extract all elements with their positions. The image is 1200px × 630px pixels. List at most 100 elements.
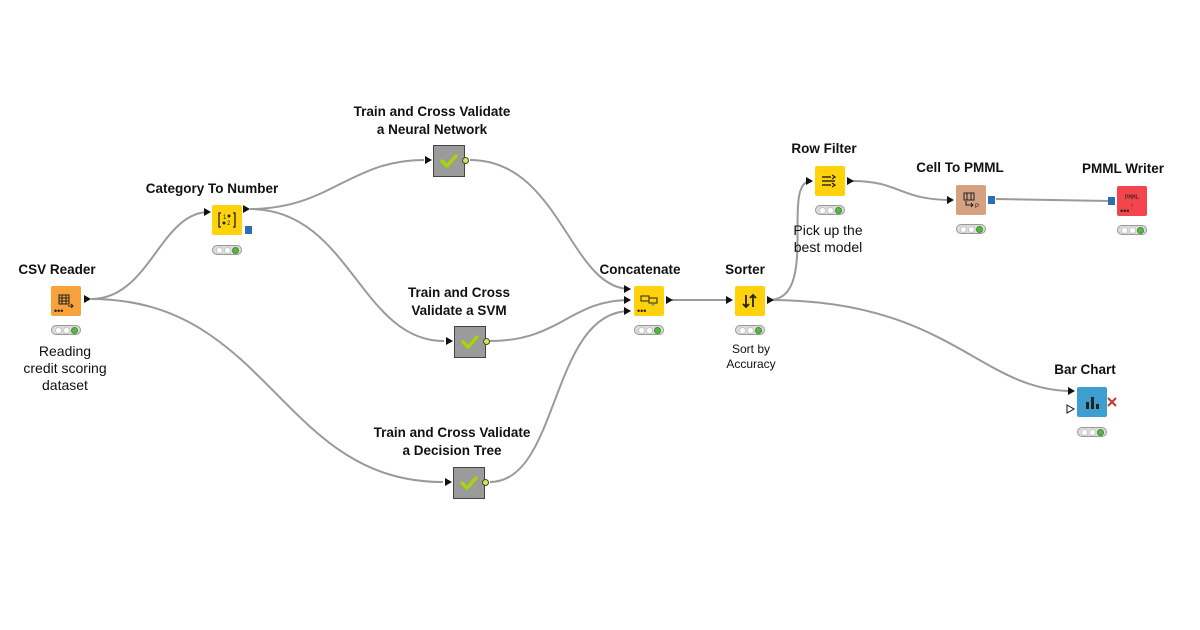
node-label-bar-chart: Bar Chart	[1054, 362, 1116, 377]
node-label-train-svm: Train and Cross Validate a SVM	[408, 284, 510, 320]
optional-input-port[interactable]	[1066, 404, 1075, 414]
node-cell-to-pmml[interactable]: P	[956, 185, 986, 215]
label-line: Train and Cross Validate	[373, 425, 531, 440]
label-line: a Neural Network	[376, 122, 488, 137]
input-port[interactable]	[1068, 387, 1075, 395]
node-label-category-to-number: Category To Number	[145, 181, 279, 196]
annotation-line: best model	[793, 239, 863, 255]
label-line: Validate a SVM	[411, 303, 507, 318]
dots-icon: •••	[54, 306, 64, 316]
bar-chart-icon	[1086, 397, 1099, 409]
input-port-1[interactable]	[624, 285, 631, 293]
output-port[interactable]	[847, 177, 854, 185]
svg-text:2: 2	[227, 221, 231, 227]
metanode-train-dt[interactable]	[453, 467, 485, 499]
connection-sorter-to-row-filter	[768, 180, 812, 301]
connection-category-to-train-svm	[249, 208, 445, 342]
connection-cell-to-pmml-to-pmml-writer	[995, 198, 1111, 202]
node-sorter[interactable]	[735, 286, 765, 316]
status-traffic-light	[634, 325, 664, 335]
metanode-train-svm[interactable]	[454, 326, 486, 358]
status-traffic-light	[1077, 427, 1107, 437]
annotation-line: Pick up the	[793, 222, 863, 238]
label-line: a Decision Tree	[402, 443, 502, 458]
input-port-pmml[interactable]	[1108, 197, 1115, 205]
status-traffic-light	[956, 224, 986, 234]
svg-text:1: 1	[223, 215, 227, 221]
input-port-2[interactable]	[624, 296, 631, 304]
output-port[interactable]	[462, 157, 469, 164]
svg-text:P: P	[975, 204, 979, 209]
node-label-pmml-writer: PMML Writer	[1081, 161, 1165, 176]
connection-row-filter-to-cell-to-pmml	[851, 180, 952, 201]
input-port-3[interactable]	[624, 307, 631, 315]
status-traffic-light	[51, 325, 81, 335]
annotation-line: Accuracy	[726, 357, 776, 371]
connection-train-svm-to-concatenate	[489, 299, 631, 342]
annotation-csv-reader: Reading credit scoring dataset	[23, 343, 106, 394]
node-bar-chart[interactable]	[1077, 387, 1107, 417]
dots-icon: •••	[1120, 206, 1130, 216]
connection-category-to-train-nn	[249, 159, 425, 210]
sort-arrows-icon	[742, 293, 757, 309]
output-port[interactable]	[84, 295, 91, 303]
output-port[interactable]	[482, 479, 489, 486]
status-traffic-light	[212, 245, 242, 255]
node-row-filter[interactable]	[815, 166, 845, 196]
annotation-line: Sort by	[731, 342, 771, 356]
label-line: Train and Cross Validate	[353, 104, 511, 119]
input-port[interactable]	[726, 296, 733, 304]
concatenate-icon	[640, 295, 658, 306]
output-port-model[interactable]	[245, 226, 252, 234]
annotation-line: credit scoring	[23, 360, 107, 376]
annotation-row-filter: Pick up the best model	[793, 222, 862, 256]
node-pmml-writer[interactable]: PMML↓ •••	[1117, 186, 1147, 216]
annotation-line: Reading	[38, 343, 92, 359]
node-category-to-number[interactable]: 1 2	[212, 205, 242, 235]
node-csv-reader[interactable]: •••	[51, 286, 81, 316]
input-port[interactable]	[446, 337, 453, 345]
row-filter-icon	[822, 174, 837, 188]
connection-csv-to-train-dt	[90, 298, 444, 483]
output-port-pmml[interactable]	[988, 196, 995, 204]
connection-train-dt-to-concatenate	[489, 310, 631, 483]
connection-train-nn-to-concatenate	[469, 159, 631, 290]
input-port[interactable]	[947, 196, 954, 204]
status-traffic-light	[815, 205, 845, 215]
metanode-train-nn[interactable]	[433, 145, 465, 177]
input-port[interactable]	[425, 156, 432, 164]
status-traffic-light	[735, 325, 765, 335]
inactive-output-port-icon	[1107, 397, 1117, 407]
node-label-concatenate: Concatenate	[599, 262, 681, 277]
status-traffic-light	[1117, 225, 1147, 235]
output-port[interactable]	[483, 338, 490, 345]
input-port[interactable]	[806, 177, 813, 185]
node-label-cell-to-pmml: Cell To PMML	[916, 160, 1004, 175]
output-port[interactable]	[243, 205, 250, 213]
output-port[interactable]	[767, 296, 774, 304]
node-concatenate[interactable]: •••	[634, 286, 664, 316]
checkmark-icon	[460, 476, 478, 490]
category-to-number-icon: 1 2	[218, 212, 236, 228]
checkmark-icon	[461, 335, 479, 349]
pmml-writer-icon: PMML↓	[1124, 194, 1140, 208]
output-port[interactable]	[666, 296, 673, 304]
node-label-csv-reader: CSV Reader	[18, 262, 96, 277]
cell-to-pmml-icon: P	[963, 192, 979, 209]
connection-csv-to-category	[90, 211, 210, 300]
annotation-sorter: Sort by Accuracy	[726, 342, 775, 372]
node-label-sorter: Sorter	[725, 262, 765, 277]
table-reader-icon	[58, 294, 74, 308]
input-port[interactable]	[445, 478, 452, 486]
connection-sorter-to-bar-chart	[768, 299, 1073, 392]
annotation-line: dataset	[42, 377, 88, 393]
input-port[interactable]	[204, 208, 211, 216]
node-label-row-filter: Row Filter	[791, 141, 857, 156]
dots-icon: •••	[637, 306, 647, 316]
label-line: Train and Cross	[407, 285, 511, 300]
pmml-icon-text: PMML	[1124, 194, 1140, 201]
node-label-train-dt: Train and Cross Validate a Decision Tree	[374, 424, 531, 460]
node-label-train-nn: Train and Cross Validate a Neural Networ…	[354, 103, 511, 139]
